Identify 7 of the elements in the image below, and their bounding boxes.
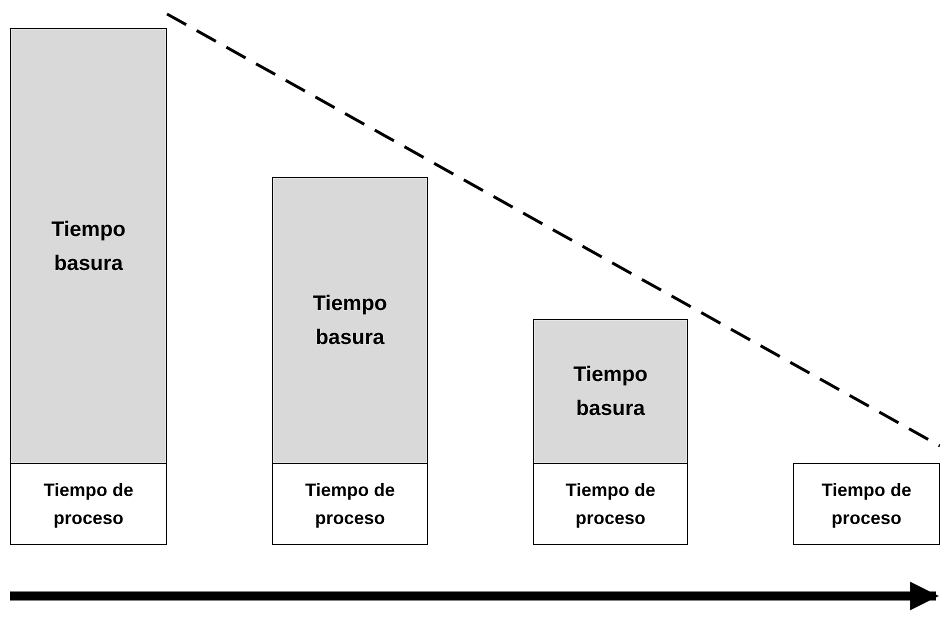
waste-time-block: Tiempo basura xyxy=(533,319,688,464)
waste-time-block: Tiempo basura xyxy=(10,28,167,464)
process-time-block: Tiempo de proceso xyxy=(793,463,940,545)
process-time-block: Tiempo de proceso xyxy=(10,463,167,545)
process-time-block: Tiempo de proceso xyxy=(272,463,428,545)
process-time-block: Tiempo de proceso xyxy=(533,463,688,545)
waste-time-block: Tiempo basura xyxy=(272,177,428,464)
